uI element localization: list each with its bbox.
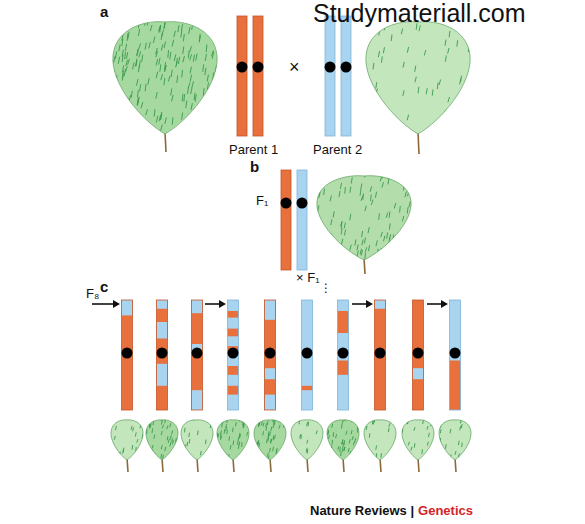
chromosome <box>265 300 276 410</box>
chromosome <box>302 300 313 410</box>
leaf <box>364 419 396 472</box>
chromosome <box>297 170 308 270</box>
leaf <box>366 22 470 154</box>
marker-arrow <box>92 300 120 308</box>
leaf <box>254 418 287 472</box>
generation-label: F₈ <box>86 287 99 301</box>
chromosome <box>450 300 461 410</box>
journal-credit: Nature Reviews | <box>310 504 414 518</box>
cross-label: × F₁ <box>296 271 320 285</box>
leaf <box>217 418 250 472</box>
chromosome <box>325 16 336 136</box>
chromosome <box>413 300 424 410</box>
marker-arrow <box>205 300 226 308</box>
parent-label: Parent 1 <box>229 143 278 157</box>
chromosome <box>281 170 292 270</box>
journal-credit: Genetics <box>418 504 473 518</box>
marker-arrow <box>352 300 373 308</box>
leaf <box>327 416 360 472</box>
chromosome <box>341 16 352 136</box>
leaf <box>439 417 471 472</box>
chromosome <box>237 16 248 136</box>
leaf <box>181 417 213 472</box>
leaf <box>402 419 434 472</box>
chromosome <box>375 300 386 410</box>
watermark: Studymateriall.com <box>313 0 526 28</box>
chromosome <box>192 300 203 410</box>
leaf <box>317 171 412 274</box>
generation-label: F₁ <box>256 194 268 208</box>
leaf <box>111 420 143 472</box>
leaf <box>291 418 323 472</box>
leaf <box>146 417 178 472</box>
panel-letter: a <box>100 4 108 21</box>
chromosome <box>122 300 133 410</box>
cross-symbol: × <box>289 58 300 78</box>
panel-letter: c <box>100 279 108 296</box>
chromosome <box>228 300 239 410</box>
chromosome <box>253 16 264 136</box>
chromosome <box>338 300 349 410</box>
leaf <box>113 16 218 152</box>
marker-arrow <box>427 300 448 308</box>
parent-label: Parent 2 <box>313 143 362 157</box>
chromosome <box>157 300 168 410</box>
ellipsis: ⋮ <box>320 282 332 295</box>
panel-letter: b <box>250 159 259 176</box>
